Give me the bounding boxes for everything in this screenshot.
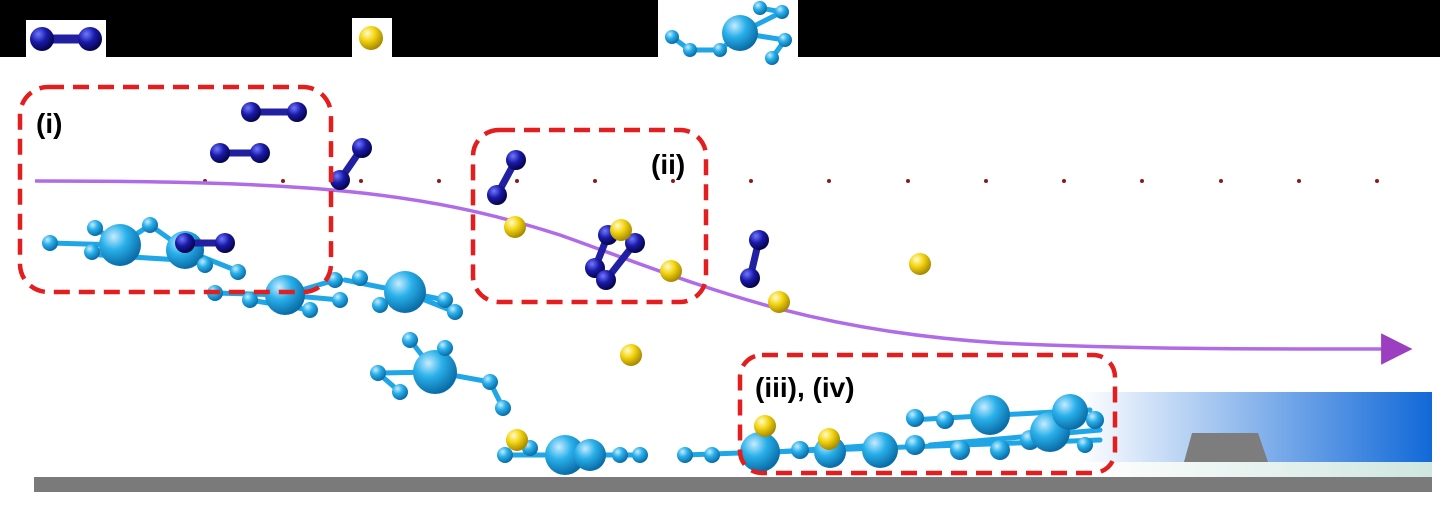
precursor-molecule-icon [658,0,798,65]
gold-atom-icon [352,18,392,57]
region-label-i: (i) [36,108,62,139]
substrate-top-layer [1080,462,1432,477]
substrate [34,477,1432,492]
region-box-iii-iv [737,352,1118,476]
precursor-cluster-left [42,217,463,320]
film-feature [1184,433,1268,462]
precursor-molecule-falling [370,332,511,416]
region-label-iii-iv: (iii), (iv) [755,372,855,403]
surface-precursors [497,394,1104,475]
trajectory-arrow [34,179,1413,365]
n2-molecules [175,102,769,290]
region-box-ii [470,127,709,305]
reference-dots [203,179,1379,183]
region-box-i [17,84,334,295]
n2-molecule-icon [26,20,106,57]
region-label-ii: (ii) [651,149,685,180]
gold-atoms [504,216,931,451]
